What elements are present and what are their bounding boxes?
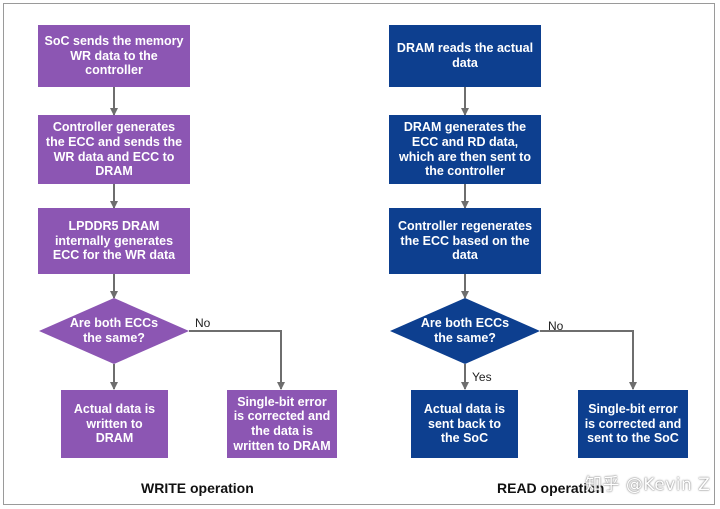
write-step-send-data-text: SoC sends the memory WR data to the cont… (44, 34, 184, 78)
write-step-generate-ecc-text: Controller generates the ECC and sends t… (45, 120, 183, 179)
read-no-label: No (548, 319, 564, 333)
read-result-corrected-text: Single-bit error is corrected and sent t… (584, 402, 682, 446)
write-decision-diamond (39, 298, 189, 364)
write-step-dram-ecc-text: LPDDR5 DRAM internally generates ECC for… (52, 219, 176, 263)
write-step-generate-ecc: Controller generates the ECC and sends t… (38, 115, 190, 184)
write-step-dram-ecc: LPDDR5 DRAM internally generates ECC for… (38, 208, 190, 274)
write-no-label: No (195, 316, 211, 330)
read-yes-label: Yes (472, 370, 492, 384)
read-step-generate-ecc: DRAM generates the ECC and RD data, whic… (389, 115, 541, 184)
read-result-sent-back: Actual data is sent back to the SoC (411, 390, 518, 458)
write-result-corrected-text: Single-bit error is corrected and the da… (233, 394, 331, 453)
write-result-written: Actual data is written to DRAM (61, 390, 168, 458)
write-arrow-no (189, 330, 285, 390)
write-decision-text: Are both ECCs the same? (69, 316, 159, 345)
write-caption: WRITE operation (141, 480, 254, 496)
read-result-corrected: Single-bit error is corrected and sent t… (578, 390, 688, 458)
read-decision-diamond (390, 298, 540, 364)
read-caption: READ operation (497, 480, 605, 496)
write-step-send-data: SoC sends the memory WR data to the cont… (38, 25, 190, 87)
read-step-read-data-text: DRAM reads the actual data (396, 41, 534, 70)
watermark: 知乎 @Kevin Z (585, 475, 711, 495)
read-step-regenerate-ecc-text: Controller regenerates the ECC based on … (397, 219, 533, 263)
read-arrow-no (540, 330, 637, 390)
read-step-generate-ecc-text: DRAM generates the ECC and RD data, whic… (399, 120, 531, 179)
read-step-read-data: DRAM reads the actual data (389, 25, 541, 87)
read-decision-text: Are both ECCs the same? (420, 316, 510, 345)
write-result-corrected: Single-bit error is corrected and the da… (227, 390, 337, 458)
diagram-frame (3, 3, 715, 505)
write-result-written-text: Actual data is written to DRAM (73, 402, 156, 446)
read-result-sent-back-text: Actual data is sent back to the SoC (423, 402, 506, 446)
read-step-regenerate-ecc: Controller regenerates the ECC based on … (389, 208, 541, 274)
